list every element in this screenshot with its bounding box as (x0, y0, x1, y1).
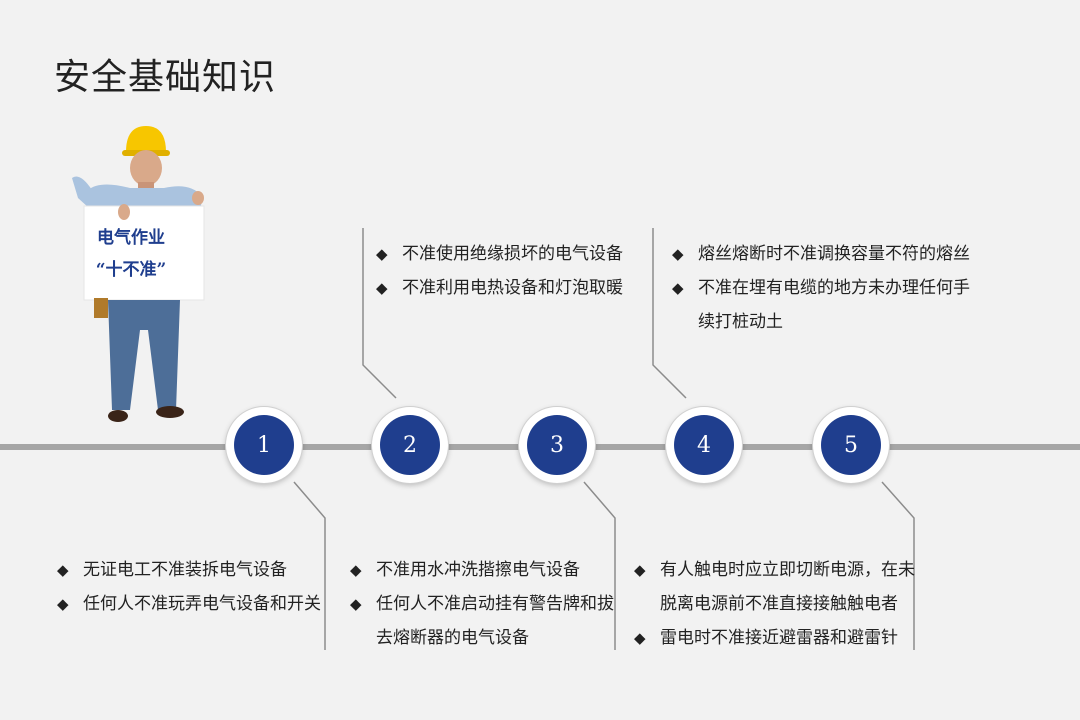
timeline-node-2: 2 (372, 407, 448, 483)
list-item: ◆不准用水冲洗揩擦电气设备 (350, 553, 614, 587)
list-item-continuation: 续打桩动土 (672, 305, 970, 339)
list-item: ◆雷电时不准接近避雷器和避雷针 (634, 621, 915, 655)
diamond-bullet-icon: ◆ (57, 553, 69, 587)
diamond-bullet-icon: ◆ (672, 271, 684, 305)
timeline-node-1: 1 (226, 407, 302, 483)
diamond-bullet-icon: ◆ (634, 621, 646, 655)
top-text-block-2: ◆不准使用绝缘损坏的电气设备 ◆不准利用电热设备和灯泡取暖 (376, 237, 623, 305)
node-number: 4 (674, 415, 734, 475)
list-item: ◆无证电工不准装拆电气设备 (57, 553, 321, 587)
node-number: 1 (234, 415, 294, 475)
node-number: 3 (527, 415, 587, 475)
list-item: ◆有人触电时应立即切断电源，在未 (634, 553, 915, 587)
timeline-node-5: 5 (813, 407, 889, 483)
diamond-bullet-icon: ◆ (350, 553, 362, 587)
list-item-continuation: 去熔断器的电气设备 (350, 621, 614, 655)
bottom-text-block-1: ◆无证电工不准装拆电气设备 ◆任何人不准玩弄电气设备和开关 (57, 553, 321, 621)
top-text-block-4: ◆熔丝熔断时不准调换容量不符的熔丝 ◆不准在埋有电缆的地方未办理任何手 续打桩动… (672, 237, 970, 339)
timeline-node-4: 4 (666, 407, 742, 483)
bottom-text-block-5: ◆有人触电时应立即切断电源，在未 脱离电源前不准直接接触触电者 ◆雷电时不准接近… (634, 553, 915, 655)
timeline-node-3: 3 (519, 407, 595, 483)
diamond-bullet-icon: ◆ (376, 271, 388, 305)
list-item: ◆不准利用电热设备和灯泡取暖 (376, 271, 623, 305)
list-item: ◆熔丝熔断时不准调换容量不符的熔丝 (672, 237, 970, 271)
list-item-continuation: 脱离电源前不准直接接触触电者 (634, 587, 915, 621)
bottom-text-block-3: ◆不准用水冲洗揩擦电气设备 ◆任何人不准启动挂有警告牌和拔 去熔断器的电气设备 (350, 553, 614, 655)
diamond-bullet-icon: ◆ (376, 237, 388, 271)
list-item: ◆不准在埋有电缆的地方未办理任何手 (672, 271, 970, 305)
diamond-bullet-icon: ◆ (634, 553, 646, 587)
list-item: ◆任何人不准启动挂有警告牌和拔 (350, 587, 614, 621)
list-item: ◆不准使用绝缘损坏的电气设备 (376, 237, 623, 271)
list-item: ◆任何人不准玩弄电气设备和开关 (57, 587, 321, 621)
node-number: 5 (821, 415, 881, 475)
diamond-bullet-icon: ◆ (57, 587, 69, 621)
diamond-bullet-icon: ◆ (672, 237, 684, 271)
node-number: 2 (380, 415, 440, 475)
diamond-bullet-icon: ◆ (350, 587, 362, 621)
